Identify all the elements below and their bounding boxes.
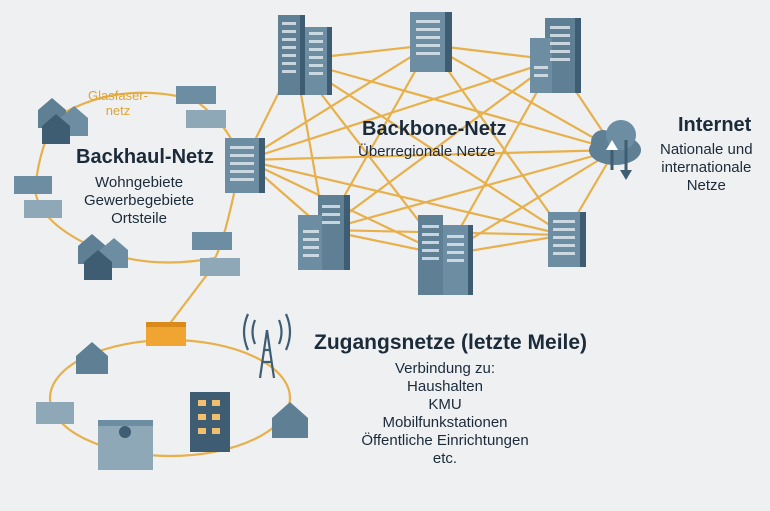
radio-tower-icon xyxy=(242,313,292,379)
backbone-title: Backbone-Netz xyxy=(362,118,507,140)
row-house-icon xyxy=(14,86,240,276)
access-line: Mobilfunkstationen xyxy=(382,414,508,431)
backhaul-line: Gewerbegebiete xyxy=(84,192,195,209)
fiber-label-line-1: Glasfaser- xyxy=(88,88,148,103)
access-buildings xyxy=(36,342,308,470)
fiber-label-line-2: netz xyxy=(105,103,131,118)
backhaul-title: Backhaul-Netz xyxy=(76,146,214,168)
internet-line: Nationale und xyxy=(660,141,753,158)
access-description: Verbindung zu: Haushalten KMU Mobilfunks… xyxy=(355,360,535,468)
access-line: KMU xyxy=(428,396,462,413)
internet-description: Nationale und internationale Netze xyxy=(660,141,753,195)
access-line: Öffentliche Einrichtungen xyxy=(361,432,529,449)
access-line: Verbindung zu: xyxy=(394,360,496,377)
internet-title: Internet xyxy=(678,114,752,136)
access-line: etc. xyxy=(432,450,458,467)
cloud-icon xyxy=(589,120,641,180)
internet-line: internationale xyxy=(661,159,752,176)
house-cluster-icon xyxy=(38,98,128,280)
backhaul-line: Wohngebiete xyxy=(94,174,184,191)
access-line: Haushalten xyxy=(407,378,483,395)
internet-line: Netze xyxy=(686,177,726,194)
backhaul-description: Wohngebiete Gewerbegebiete Ortsteile xyxy=(84,174,194,228)
fiber-label: Glasfaser- netz xyxy=(88,88,148,118)
access-title: Zugangsnetze (letzte Meile) xyxy=(314,331,588,354)
backbone-subtitle: Überregionale Netze xyxy=(358,143,496,160)
street-cabinet-icon xyxy=(146,322,186,346)
backbone-buildings xyxy=(225,12,586,295)
backhaul-line: Ortsteile xyxy=(111,210,167,227)
